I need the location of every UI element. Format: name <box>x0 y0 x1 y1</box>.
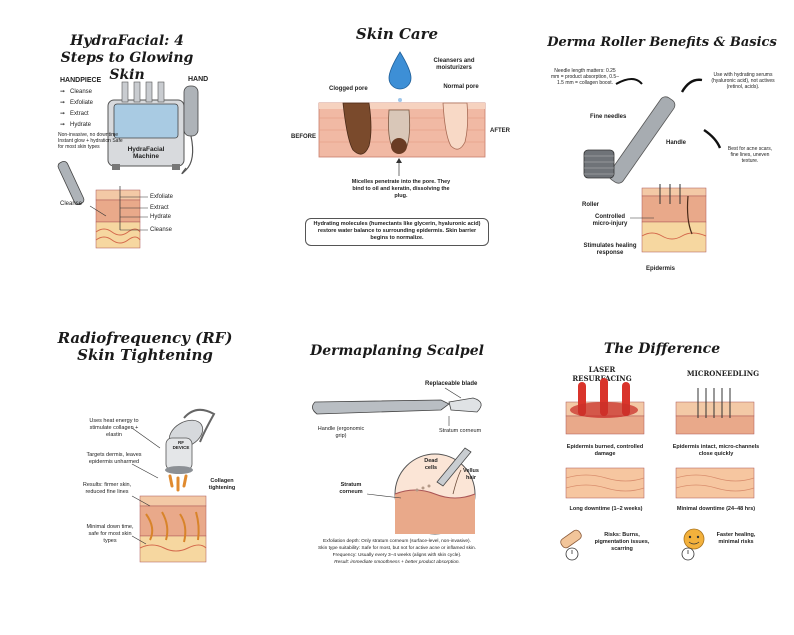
dermaroller-illustration <box>583 78 722 253</box>
layer-label: Extract <box>150 205 169 211</box>
hydrafacial-illustration <box>57 81 199 249</box>
step-arrow-icon: ➞ <box>60 111 66 117</box>
collagen-label: Collagen tightening <box>208 478 236 491</box>
heat-note: Uses heat energy to stimulate collagen +… <box>89 418 139 438</box>
cleansers-label: Cleansers and moisturizers <box>433 58 475 71</box>
laser-heading: LASER RESURFACING <box>572 365 632 383</box>
handpiece-label: HANDPIECE <box>60 77 102 84</box>
blade-label: Replaceable blade <box>425 381 478 387</box>
cleanse-label: Cleanse <box>60 201 83 207</box>
micro-heading: MICRONEEDLING <box>686 369 760 378</box>
depth-text: Exfoliation depth: Only stratum corneum … <box>323 539 471 544</box>
step-item: Exfoliate <box>70 100 94 106</box>
frequency-text: Frequency: Usually every 3–4 weeks (alig… <box>332 553 462 558</box>
panel-dermaplaning: Dermaplaning Scalpel Replaceable blade H… <box>265 318 529 635</box>
panel-title: HydraFacial: 4 Steps to Glowing Skin <box>60 33 194 83</box>
normal-label: Normal pore <box>443 84 479 90</box>
hand-label: HAND <box>188 76 209 83</box>
machine-label: HydraFacial Machine <box>127 146 165 160</box>
device-label: RF DEVICE <box>172 440 190 450</box>
epidermis-label: Epidermis <box>646 266 676 272</box>
before-label: BEFORE <box>291 134 317 140</box>
micro-downtime: Minimal downtime (24–48 hrs) <box>676 506 756 512</box>
rf-illustration <box>131 408 216 563</box>
dead-cells-label: Dead cells <box>424 458 438 471</box>
stratum-left-label: Stratum corneum <box>339 482 363 495</box>
panel-dermaroller: Derma Roller Benefits & Basics Needle le… <box>530 0 794 317</box>
suitability-text: Skin type suitability: Safe for most, bu… <box>317 546 477 551</box>
panel-title: Skin Care <box>355 25 439 43</box>
roller-label: Roller <box>582 202 600 208</box>
step-item: Cleanse <box>70 89 93 95</box>
best-for-note: Best for acne scars, fine lines, uneven … <box>727 146 773 164</box>
result-text: Result: immediate smoothness + better pr… <box>334 560 460 565</box>
needle-length-note: Needle length matters: 0.25 mm = product… <box>551 68 619 86</box>
after-label: AFTER <box>490 128 510 134</box>
panel-title: Dermaplaning Scalpel <box>310 343 484 359</box>
handle-label: Handle <box>666 140 687 146</box>
laser-risks: Risks: Burns, pigmentation issues, scarr… <box>594 532 650 552</box>
vellus-label: Vellus hair <box>463 468 479 481</box>
panel-hydrafacial: HydraFacial: 4 Steps to Glowing Skin HAN… <box>0 0 264 317</box>
micro-injury-label: Controlled micro-injury <box>592 214 628 227</box>
stratum-top-label: Stratum corneum <box>439 428 482 434</box>
difference-illustration <box>560 378 755 561</box>
panel-title: Derma Roller Benefits & Basics <box>547 35 777 50</box>
step-arrow-icon: ➞ <box>60 100 66 106</box>
results-note: Results: firmer skin, reduced fine lines <box>82 482 132 495</box>
downtime-note: Minimal down time, safe for most skin ty… <box>86 524 134 544</box>
fine-needles-label: Fine needles <box>590 114 627 120</box>
step-item: Hydrate <box>70 122 92 128</box>
panel-title: Radiofrequency (RF) Skin Tightening <box>57 329 233 364</box>
micelles-text: Micelles penetrate into the pore. They b… <box>351 179 451 199</box>
handle-label: Handle (ergonomic grip) <box>317 426 365 439</box>
panel-rf: Radiofrequency (RF) Skin Tightening RF D… <box>0 318 264 635</box>
panel-difference: The Difference LASER RESURFACING MICRONE… <box>530 318 794 635</box>
serums-note: Use with hydrating serums (hyaluronic ac… <box>711 72 775 90</box>
laser-desc: Epidermis burned, controlled damage <box>566 444 644 457</box>
targets-note: Targets dermis, leaves epidermis unharme… <box>86 452 142 465</box>
panel-skincare: Skin Care Cleansers and moisturizers Clo… <box>265 0 529 317</box>
benefits-note: Non-invasive, no downtime Instant glow +… <box>58 132 123 150</box>
layer-label: Cleanse <box>150 227 173 233</box>
hydrating-box: Hydrating molecules (humectants like gly… <box>305 218 489 246</box>
clogged-label: Clogged pore <box>329 86 368 92</box>
step-arrow-icon: ➞ <box>60 89 66 95</box>
step-arrow-icon: ➞ <box>60 122 66 128</box>
panel-title: The Difference <box>603 341 721 357</box>
skincare-illustration <box>318 51 486 176</box>
layer-label: Hydrate <box>150 214 172 220</box>
healing-label: Stimulates healing response <box>583 243 637 256</box>
micro-risks: Faster healing, minimal risks <box>716 532 756 545</box>
micro-desc: Epidermis intact, micro-channels close q… <box>672 444 760 457</box>
layer-label: Exfoliate <box>150 194 174 200</box>
step-item: Extract <box>70 111 89 117</box>
dermaplaning-illustration <box>312 387 482 535</box>
laser-downtime: Long downtime (1–2 weeks) <box>569 506 643 512</box>
